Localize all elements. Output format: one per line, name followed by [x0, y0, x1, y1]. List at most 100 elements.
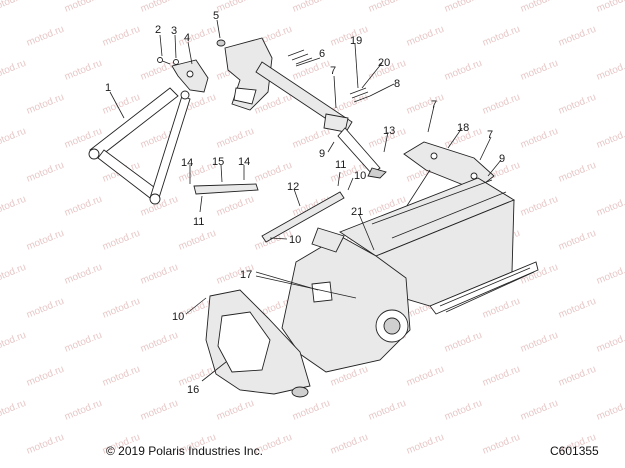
- callout-13: 13: [383, 125, 395, 137]
- callout-8: 8: [394, 78, 400, 90]
- watermark-text: motod.ru: [139, 0, 180, 15]
- callout-2: 2: [155, 24, 161, 36]
- watermark-text: motod.ru: [291, 126, 332, 151]
- callout-16: 16: [187, 384, 199, 396]
- watermark-text: motod.ru: [595, 262, 625, 287]
- watermark-text: motod.ru: [101, 364, 142, 389]
- watermark-text: motod.ru: [595, 126, 625, 151]
- callout-7-a: 7: [330, 65, 336, 77]
- watermark-text: motod.ru: [595, 0, 625, 15]
- watermark-text: motod.ru: [177, 228, 218, 253]
- callout-5: 5: [213, 10, 219, 22]
- watermark-text: motod.ru: [215, 398, 256, 423]
- watermark-layer: motod.ru motod.ru motod.ru motod.ru motod.ru…: [0, 0, 625, 457]
- callout-20: 20: [378, 57, 390, 69]
- callout-11-a: 11: [335, 159, 346, 171]
- figure-id: C601355: [550, 444, 599, 458]
- watermark-text: motod.ru: [595, 58, 625, 83]
- steering-post-6: [224, 37, 387, 179]
- watermark-text: motod.ru: [519, 0, 560, 15]
- watermark-text: motod.ru: [595, 398, 625, 423]
- watermark-text: motod.ru: [367, 0, 408, 15]
- watermark-text: motod.ru: [481, 24, 522, 49]
- watermark-text: motod.ru: [405, 24, 446, 49]
- callout-6: 6: [319, 48, 325, 60]
- watermark-text: motod.ru: [63, 398, 104, 423]
- crossbar-15: [193, 183, 259, 195]
- watermark-text: motod.ru: [367, 398, 408, 423]
- watermark-text: motod.ru: [291, 58, 332, 83]
- main-chassis: [205, 177, 539, 398]
- watermark-text: motod.ru: [0, 398, 28, 423]
- watermark-text: motod.ru: [0, 126, 28, 151]
- watermark-text: motod.ru: [519, 398, 560, 423]
- watermark-text: motod.ru: [557, 364, 598, 389]
- watermark-text: motod.ru: [25, 24, 66, 49]
- watermark-text: motod.ru: [25, 92, 66, 117]
- watermark-text: motod.ru: [519, 126, 560, 151]
- nut-5: [216, 39, 226, 47]
- callout-1: 1: [105, 82, 111, 94]
- watermark-text: motod.ru: [63, 330, 104, 355]
- strut-rod-12: [261, 191, 345, 243]
- watermark-text: motod.ru: [25, 228, 66, 253]
- brace-assembly-1: [88, 87, 191, 205]
- callout-10-b: 10: [289, 234, 301, 246]
- watermark-text: motod.ru: [481, 432, 522, 457]
- watermark-text: motod.ru: [139, 262, 180, 287]
- watermark-text: motod.ru: [557, 160, 598, 185]
- watermark-text: motod.ru: [519, 330, 560, 355]
- callout-17: 17: [240, 269, 252, 281]
- watermark-text: motod.ru: [557, 296, 598, 321]
- watermark-text: motod.ru: [139, 398, 180, 423]
- watermark-text: motod.ru: [63, 194, 104, 219]
- watermark-text: motod.ru: [557, 24, 598, 49]
- watermark-text: motod.ru: [443, 0, 484, 15]
- callout-7-c: 7: [487, 129, 493, 141]
- watermark-text: motod.ru: [481, 92, 522, 117]
- callout-4: 4: [184, 32, 190, 44]
- watermark-text: motod.ru: [0, 0, 28, 15]
- callout-10-c: 10: [172, 311, 184, 323]
- watermark-text: motod.ru: [519, 194, 560, 219]
- callout-14-b: 14: [238, 156, 250, 168]
- watermark-text: motod.ru: [443, 58, 484, 83]
- watermark-text: motod.ru: [329, 432, 370, 457]
- watermark-text: motod.ru: [25, 160, 66, 185]
- watermark-text: motod.ru: [595, 330, 625, 355]
- watermark-text: motod.ru: [215, 194, 256, 219]
- callout-18: 18: [457, 122, 469, 134]
- watermark-text: motod.ru: [481, 296, 522, 321]
- callout-labels: 1 2 3 4 5 6 7 19 20 8 9 13 7 18 7 9 11 1…: [105, 10, 505, 396]
- bolt-set-19-20: [287, 49, 371, 103]
- watermark-text: motod.ru: [101, 296, 142, 321]
- callout-3: 3: [171, 25, 177, 37]
- watermark-text: motod.ru: [101, 24, 142, 49]
- callout-14-a: 14: [181, 157, 193, 169]
- callout-19: 19: [350, 35, 362, 47]
- watermark-text: motod.ru: [595, 194, 625, 219]
- callout-12: 12: [287, 181, 299, 193]
- watermark-text: motod.ru: [25, 432, 66, 457]
- callout-15: 15: [212, 156, 224, 168]
- watermark-text: motod.ru: [63, 58, 104, 83]
- watermark-text: motod.ru: [481, 364, 522, 389]
- watermark-text: motod.ru: [291, 398, 332, 423]
- callout-10-a: 10: [354, 170, 366, 182]
- watermark-text: motod.ru: [63, 262, 104, 287]
- copyright-notice: © 2019 Polaris Industries Inc.: [106, 444, 263, 458]
- watermark-text: motod.ru: [139, 330, 180, 355]
- watermark-text: motod.ru: [25, 296, 66, 321]
- watermark-text: motod.ru: [63, 0, 104, 15]
- watermark-text: motod.ru: [215, 126, 256, 151]
- watermark-text: motod.ru: [443, 398, 484, 423]
- watermark-text: motod.ru: [101, 228, 142, 253]
- watermark-text: motod.ru: [0, 262, 28, 287]
- callout-11-b: 11: [193, 216, 204, 228]
- watermark-text: motod.ru: [557, 92, 598, 117]
- watermark-text: motod.ru: [443, 330, 484, 355]
- watermark-text: motod.ru: [405, 364, 446, 389]
- leader-lines: [109, 19, 502, 382]
